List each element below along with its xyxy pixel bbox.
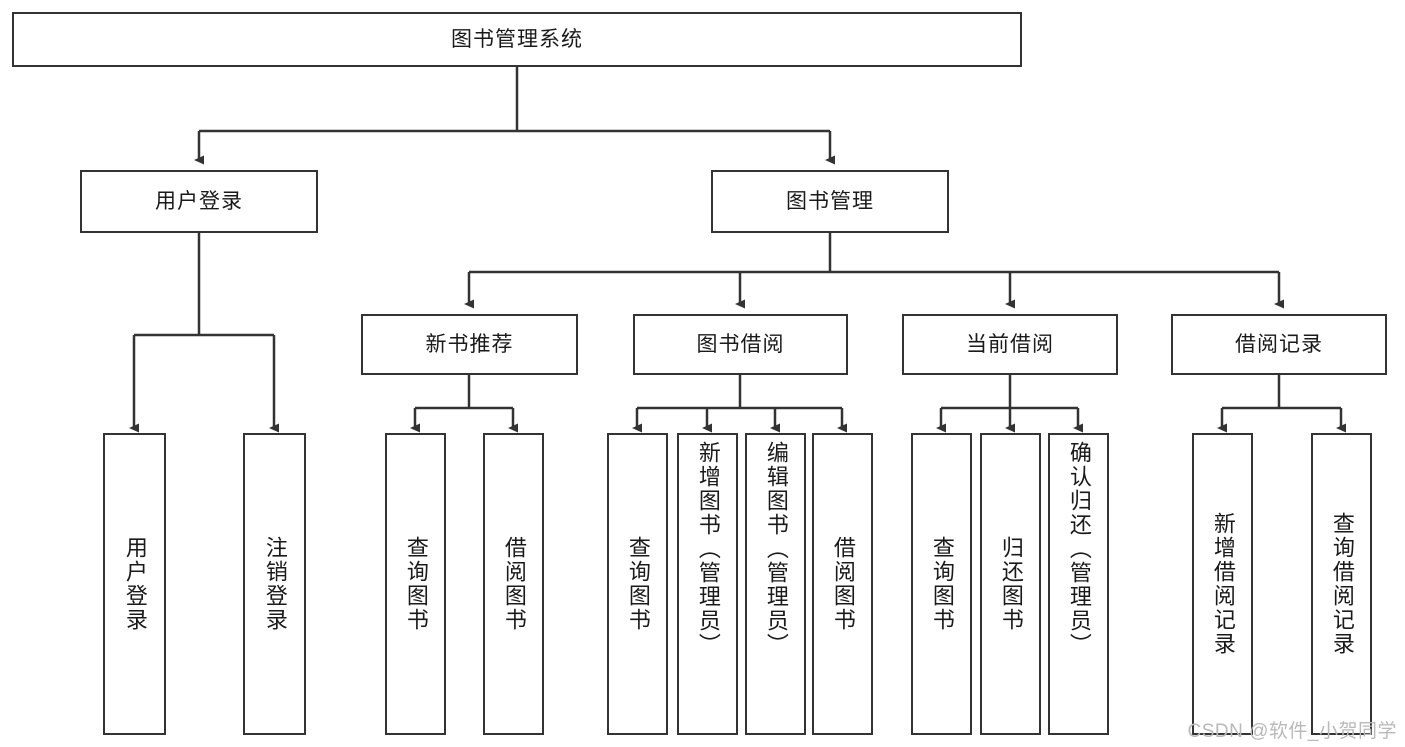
watermark-text: CSDN @软件_小贺同学: [1187, 721, 1397, 742]
node-label: 图书管理系统: [451, 28, 583, 51]
node-label: 当前借阅: [966, 333, 1054, 356]
node-borrow-record[interactable]: 借阅记录: [1171, 314, 1387, 375]
node-label: 查询图书: [929, 536, 955, 632]
leaf-new-book-borrow-book[interactable]: 借阅图书: [483, 433, 544, 735]
leaf-book-borrow-borrow-book[interactable]: 借阅图书: [812, 433, 873, 735]
leaf-book-borrow-edit-book-admin[interactable]: 编辑图书（管理员）: [745, 433, 806, 735]
node-label: 注销登录: [262, 536, 288, 632]
node-label: 图书借阅: [696, 333, 785, 356]
leaf-current-borrow-query-book[interactable]: 查询图书: [911, 433, 972, 735]
node-user-login[interactable]: 用户登录: [80, 170, 318, 233]
node-label: 借阅图书: [830, 536, 856, 632]
leaf-user-login-logout[interactable]: 注销登录: [243, 433, 306, 735]
node-label: 查询图书: [625, 536, 651, 632]
leaf-new-book-query-book[interactable]: 查询图书: [385, 433, 446, 735]
node-label: 用户登录: [155, 190, 243, 213]
node-label: 新书推荐: [425, 333, 514, 356]
node-label: 新增借阅记录: [1210, 512, 1236, 656]
node-label: 图书管理: [786, 190, 874, 213]
node-label: 确认归还（管理员）: [1066, 441, 1092, 657]
node-label: 借阅记录: [1235, 333, 1323, 356]
leaf-current-borrow-confirm-return-admin[interactable]: 确认归还（管理员）: [1048, 433, 1109, 735]
node-label: 查询借阅记录: [1329, 512, 1355, 656]
leaf-book-borrow-query-book[interactable]: 查询图书: [607, 433, 668, 735]
node-label: 新增图书（管理员）: [695, 441, 721, 657]
leaf-user-login-login[interactable]: 用户登录: [103, 433, 166, 735]
node-label: 归还图书: [998, 536, 1024, 632]
node-new-book-recommend[interactable]: 新书推荐: [361, 314, 578, 375]
node-label: 编辑图书（管理员）: [763, 441, 789, 657]
leaf-borrow-record-add-record[interactable]: 新增借阅记录: [1192, 433, 1253, 735]
node-current-borrow[interactable]: 当前借阅: [902, 314, 1118, 375]
node-book-borrow[interactable]: 图书借阅: [633, 314, 848, 375]
node-label: 用户登录: [122, 536, 148, 632]
node-book-management[interactable]: 图书管理: [711, 170, 949, 233]
leaf-borrow-record-query-record[interactable]: 查询借阅记录: [1311, 433, 1372, 735]
node-root-book-management-system[interactable]: 图书管理系统: [12, 12, 1022, 67]
node-label: 借阅图书: [501, 536, 527, 632]
node-label: 查询图书: [403, 536, 429, 632]
leaf-book-borrow-add-book-admin[interactable]: 新增图书（管理员）: [677, 433, 738, 735]
leaf-current-borrow-return-book[interactable]: 归还图书: [980, 433, 1041, 735]
